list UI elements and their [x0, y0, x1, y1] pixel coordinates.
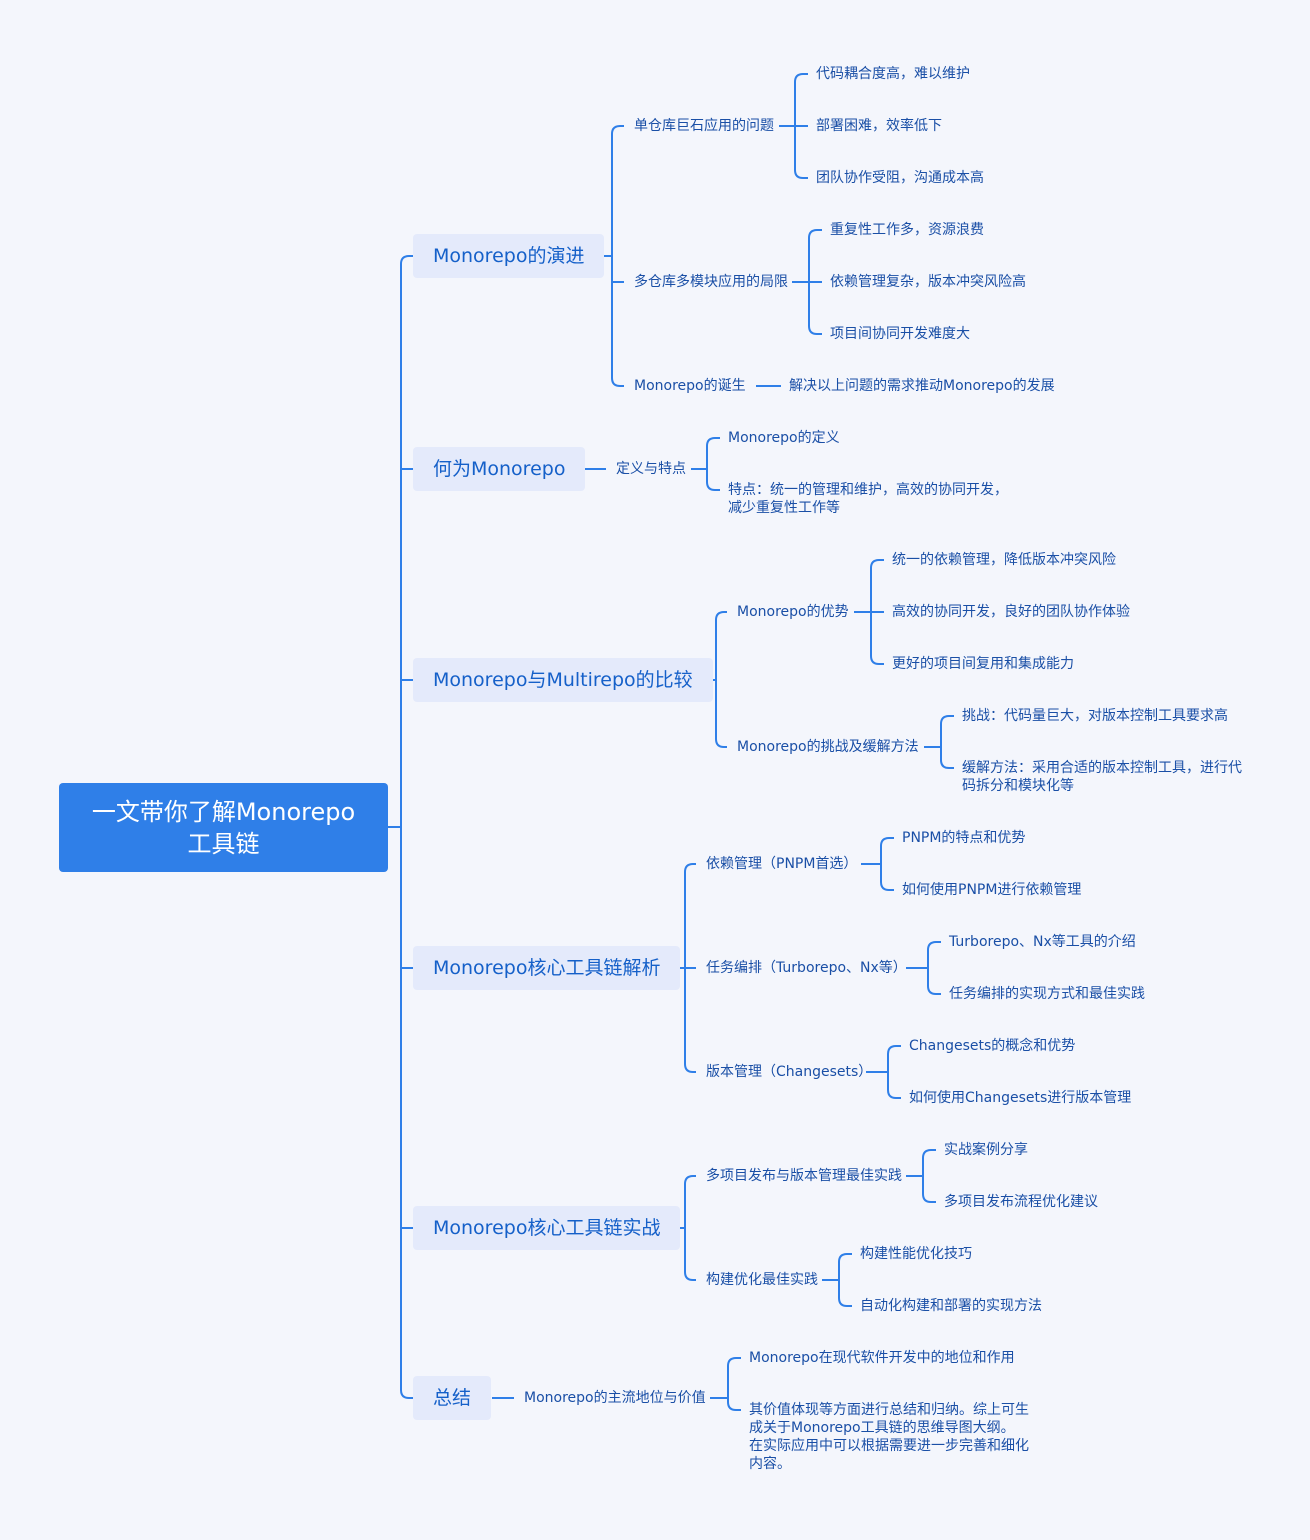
subtopic-5-1[interactable]: 多项目发布与版本管理最佳实践: [706, 1168, 902, 1184]
branch-topic-6[interactable]: 总结: [413, 1376, 492, 1420]
leaf-5-1-1[interactable]: 实战案例分享: [944, 1142, 1028, 1158]
leaf-3-1-1[interactable]: 统一的依赖管理，降低版本冲突风险: [892, 552, 1116, 568]
connector-line-43: [927, 968, 941, 995]
leaf-6-1-2[interactable]: 其价值体现等方面进行总结和归纳。综上可生 成关于Monorepo工具链的思维导图…: [749, 1402, 1029, 1472]
leaf-3-1-2[interactable]: 高效的协同开发，良好的团队协作体验: [892, 604, 1130, 620]
connector-line-23: [706, 469, 720, 491]
connector-line-22: [706, 437, 720, 469]
root-topic[interactable]: 一文带你了解Monorepo 工具链: [59, 783, 388, 872]
connector-line-58: [727, 1357, 741, 1398]
leaf-1-1-2[interactable]: 部署困难，效率低下: [816, 118, 942, 134]
leaf-4-2-1[interactable]: Turborepo、Nx等工具的介绍: [949, 934, 1136, 950]
connector-line-1: [400, 255, 413, 827]
connector-line-54: [838, 1253, 852, 1280]
branch-topic-3[interactable]: Monorepo与Multirepo的比较: [413, 658, 713, 702]
leaf-5-1-2[interactable]: 多项目发布流程优化建议: [944, 1194, 1098, 1210]
connector-line-55: [838, 1280, 852, 1307]
subtopic-1-1[interactable]: 单仓库巨石应用的问题: [634, 118, 774, 134]
connector-line-30: [870, 612, 884, 665]
connector-line-51: [922, 1149, 936, 1176]
connector-line-46: [887, 1072, 901, 1099]
connector-line-18: [808, 282, 822, 335]
branch-topic-5[interactable]: Monorepo核心工具链实战: [413, 1206, 681, 1250]
leaf-1-1-3[interactable]: 团队协作受阻，沟通成本高: [816, 170, 984, 186]
subtopic-1-2[interactable]: 多仓库多模块应用的局限: [634, 274, 788, 290]
connector-line-28: [870, 559, 884, 612]
connector-line-49: [684, 1228, 696, 1281]
connector-line-45: [887, 1045, 901, 1072]
connector-line-10: [611, 256, 624, 387]
leaf-4-3-2[interactable]: 如何使用Changesets进行版本管理: [909, 1090, 1132, 1106]
connector-line-12: [794, 73, 808, 126]
leaf-2-1-2[interactable]: 特点：统一的管理和维护，高效的协同开发， 减少重复性工作等: [728, 482, 1008, 516]
connector-line-42: [927, 941, 941, 968]
branch-topic-1[interactable]: Monorepo的演进: [413, 234, 605, 278]
leaf-3-1-3[interactable]: 更好的项目间复用和集成能力: [892, 656, 1074, 672]
subtopic-4-2[interactable]: 任务编排（Turborepo、Nx等）: [706, 960, 907, 976]
subtopic-5-2[interactable]: 构建优化最佳实践: [706, 1272, 818, 1288]
leaf-4-1-2[interactable]: 如何使用PNPM进行依赖管理: [902, 882, 1082, 898]
branch-topic-4[interactable]: Monorepo核心工具链解析: [413, 946, 681, 990]
leaf-1-2-3[interactable]: 项目间协同开发难度大: [830, 326, 970, 342]
leaf-1-2-1[interactable]: 重复性工作多，资源浪费: [830, 222, 984, 238]
leaf-1-3-1[interactable]: 解决以上问题的需求推动Monorepo的发展: [789, 378, 1055, 394]
leaf-2-1-1[interactable]: Monorepo的定义: [728, 430, 840, 446]
leaf-4-2-2[interactable]: 任务编排的实现方式和最佳实践: [949, 986, 1145, 1002]
leaf-4-3-1[interactable]: Changesets的概念和优势: [909, 1038, 1076, 1054]
connector-line-40: [880, 864, 894, 891]
leaf-1-2-2[interactable]: 依赖管理复杂，版本冲突风险高: [830, 274, 1026, 290]
connector-line-35: [684, 863, 696, 968]
subtopic-3-1[interactable]: Monorepo的优势: [737, 604, 849, 620]
connector-line-32: [940, 715, 954, 747]
leaf-4-1-1[interactable]: PNPM的特点和优势: [902, 830, 1026, 846]
leaf-3-2-2[interactable]: 缓解方法：采用合适的版本控制工具，进行代 码拆分和模块化等: [962, 760, 1242, 794]
branch-topic-2[interactable]: 何为Monorepo: [413, 447, 586, 491]
connector-line-48: [684, 1175, 696, 1228]
connector-line-37: [684, 968, 696, 1073]
subtopic-2-1[interactable]: 定义与特点: [616, 461, 686, 477]
leaf-6-1-1[interactable]: Monorepo在现代软件开发中的地位和作用: [749, 1350, 1015, 1366]
subtopic-1-3[interactable]: Monorepo的诞生: [634, 378, 746, 394]
leaf-5-2-1[interactable]: 构建性能优化技巧: [860, 1246, 972, 1262]
connector-line-52: [922, 1176, 936, 1203]
leaf-1-1-1[interactable]: 代码耦合度高，难以维护: [816, 66, 970, 82]
leaf-5-2-2[interactable]: 自动化构建和部署的实现方法: [860, 1298, 1042, 1314]
subtopic-4-3[interactable]: 版本管理（Changesets）: [706, 1064, 873, 1080]
connector-line-26: [715, 680, 727, 748]
connector-line-25: [715, 611, 727, 680]
leaf-3-2-1[interactable]: 挑战：代码量巨大，对版本控制工具要求高: [962, 708, 1228, 724]
connector-line-39: [880, 837, 894, 864]
connector-line-6: [400, 827, 413, 1399]
connector-line-59: [727, 1398, 741, 1411]
subtopic-3-2[interactable]: Monorepo的挑战及缓解方法: [737, 739, 919, 755]
connector-line-14: [794, 126, 808, 179]
connector-line-8: [611, 125, 624, 256]
connector-line-16: [808, 229, 822, 282]
subtopic-6-1[interactable]: Monorepo的主流地位与价值: [524, 1390, 706, 1406]
subtopic-4-1[interactable]: 依赖管理（PNPM首选）: [706, 856, 858, 872]
connector-line-33: [940, 747, 954, 769]
